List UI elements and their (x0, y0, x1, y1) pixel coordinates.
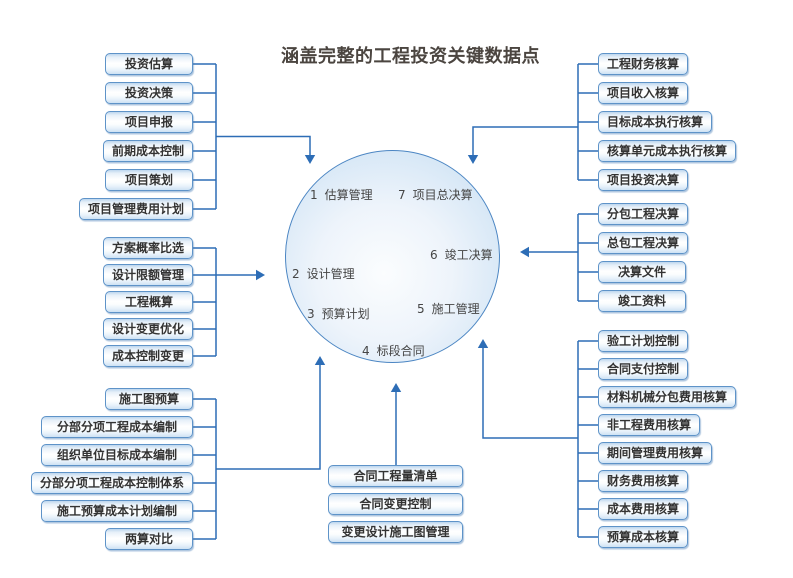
segment-number: 1 (310, 188, 318, 202)
segment-number: 4 (362, 344, 370, 358)
group-right-middle: 分包工程决算总包工程决算决算文件竣工资料 (598, 203, 689, 312)
node-box: 决算文件 (598, 261, 686, 283)
segment-label: 设计管理 (306, 267, 355, 281)
circle-segment: 3 预算计划 (307, 305, 370, 322)
node-box: 验工计划控制 (598, 330, 689, 352)
node-box: 投资决策 (105, 82, 193, 104)
node-box: 项目策划 (105, 169, 193, 191)
node-box: 成本费用核算 (598, 498, 689, 520)
node-box: 合同工程量清单 (328, 465, 463, 487)
node-box: 投资估算 (105, 53, 193, 75)
node-box: 核算单元成本执行核算 (598, 140, 737, 162)
circle-segment: 6 竣工决算 (430, 246, 493, 263)
node-box: 方案概率比选 (102, 237, 193, 259)
connector-right-bottom (482, 340, 598, 538)
node-box: 材料机械分包费用核算 (598, 386, 737, 408)
node-box: 项目申报 (105, 111, 193, 133)
arrowhead-up-left-bottom (314, 356, 326, 365)
segment-label: 标段合同 (376, 344, 425, 358)
node-box: 分包工程决算 (598, 203, 689, 225)
connector-left-top (193, 63, 311, 210)
arrowhead-right-left-middle (256, 269, 265, 281)
segment-label: 预算计划 (321, 307, 370, 321)
node-box: 预算成本核算 (598, 526, 689, 548)
group-left-top: 投资估算投资决策项目申报前期成本控制项目策划项目管理费用计划 (78, 53, 193, 220)
node-box: 工程财务核算 (598, 53, 689, 75)
node-box: 施工图预算 (105, 388, 193, 410)
arrowhead-left-right-middle (520, 246, 529, 258)
segment-number: 6 (430, 248, 438, 262)
segment-label: 施工管理 (431, 302, 480, 316)
node-box: 组织单位目标成本编制 (41, 444, 193, 466)
circle-segment: 4 标段合同 (362, 342, 425, 359)
node-box: 期间管理费用核算 (598, 442, 713, 464)
node-box: 前期成本控制 (102, 140, 193, 162)
segment-number: 3 (307, 307, 315, 321)
group-right-bottom: 验工计划控制合同支付控制材料机械分包费用核算非工程费用核算期间管理费用核算财务费… (598, 330, 737, 548)
diagram-title: 涵盖完整的工程投资关键数据点 (281, 46, 540, 67)
segment-label: 项目总决算 (412, 188, 473, 202)
node-box: 两算对比 (105, 528, 193, 550)
node-box: 目标成本执行核算 (598, 111, 713, 133)
node-box: 变更设计施工图管理 (328, 521, 463, 543)
node-box: 分部分项工程成本编制 (41, 416, 193, 438)
process-circle: 1 估算管理 7 项目总决算 2 设计管理 6 竣工决算 3 预算计划 5 施工管理 4 (285, 150, 500, 363)
node-box: 施工预算成本计划编制 (41, 500, 193, 522)
segment-label: 估算管理 (324, 188, 373, 202)
arrowhead-down-right-top (467, 155, 479, 164)
circle-segment: 5 施工管理 (417, 300, 480, 317)
circle-segment: 7 项目总决算 (398, 186, 473, 203)
arrowhead-up-right-bottom (477, 339, 489, 348)
node-box: 非工程费用核算 (598, 414, 701, 436)
node-box: 分部分项工程成本控制体系 (30, 472, 193, 494)
segment-number: 5 (417, 302, 425, 316)
arrowhead-down-left-top (304, 155, 316, 164)
node-box: 项目收入核算 (598, 82, 689, 104)
node-box: 成本控制变更 (102, 345, 193, 367)
segment-number: 7 (398, 188, 406, 202)
connector-right-middle (529, 213, 598, 302)
connector-right-top (472, 63, 598, 181)
node-box: 项目管理费用计划 (78, 198, 193, 220)
node-box: 工程概算 (105, 291, 193, 313)
circle-segment: 2 设计管理 (292, 265, 355, 282)
node-box: 设计限额管理 (102, 264, 193, 286)
connector-left-bottom (193, 365, 321, 540)
node-box: 竣工资料 (598, 290, 686, 312)
segment-label: 竣工决算 (444, 248, 493, 262)
node-box: 合同支付控制 (598, 358, 689, 380)
group-left-middle: 方案概率比选设计限额管理工程概算设计变更优化成本控制变更 (102, 237, 193, 367)
node-box: 设计变更优化 (102, 318, 193, 340)
node-box: 总包工程决算 (598, 232, 689, 254)
node-box: 财务费用核算 (598, 470, 689, 492)
group-left-bottom: 施工图预算分部分项工程成本编制组织单位目标成本编制分部分项工程成本控制体系施工预… (30, 388, 193, 550)
group-right-top: 工程财务核算项目收入核算目标成本执行核算核算单元成本执行核算项目投资决算 (598, 53, 737, 191)
segment-number: 2 (292, 267, 300, 281)
circle-segment: 1 估算管理 (310, 186, 373, 203)
node-box: 项目投资决算 (598, 169, 689, 191)
arrowhead-up-bottom-center (390, 383, 402, 392)
group-bottom-center: 合同工程量清单合同变更控制变更设计施工图管理 (325, 465, 466, 543)
node-box: 合同变更控制 (328, 493, 463, 515)
connector-left-middle (193, 247, 256, 357)
